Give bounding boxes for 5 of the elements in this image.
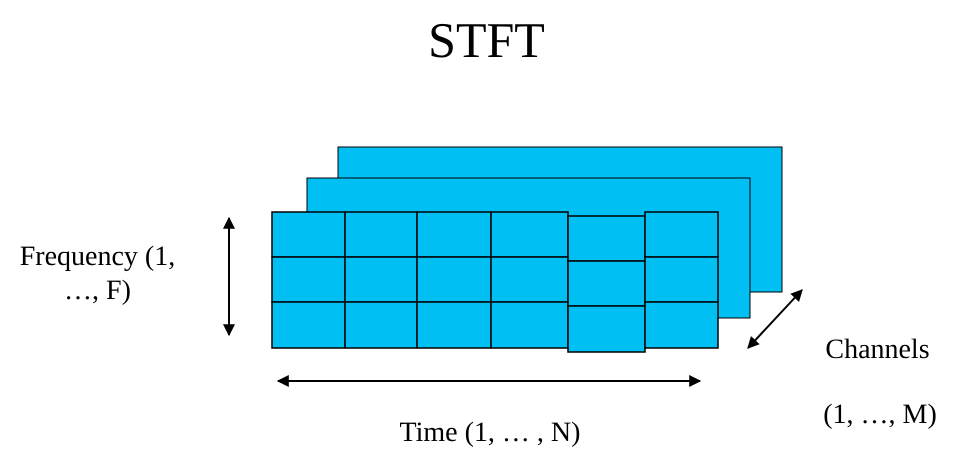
axis-label: Frequency (1, …, F) [18, 240, 176, 308]
axis-label: Time (1, … , N) [398, 416, 582, 450]
axis-label: Channels [824, 333, 931, 367]
title: STFT [427, 11, 546, 70]
axis-label: (1, …, M) [822, 398, 938, 432]
